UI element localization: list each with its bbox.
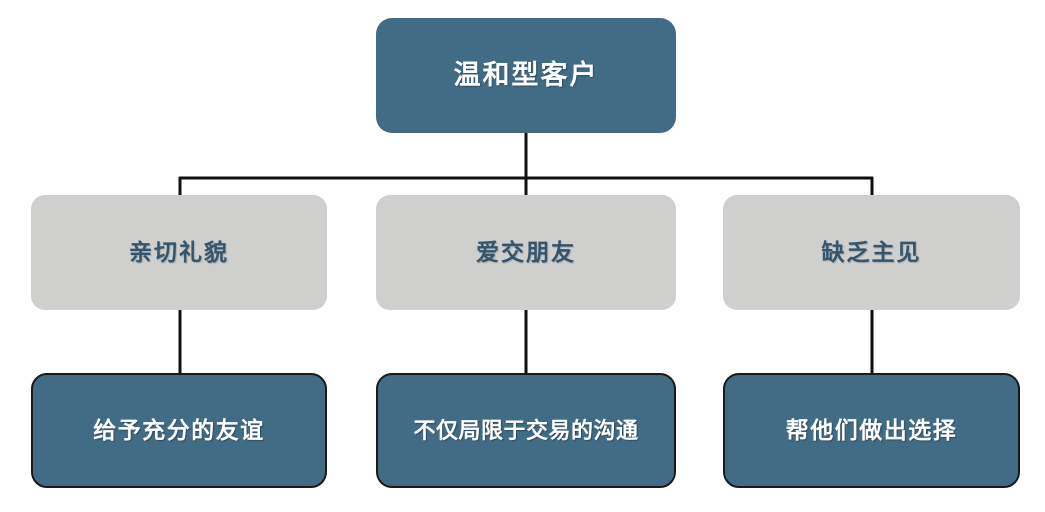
node-trait-2-label: 爱交朋友 xyxy=(476,239,576,266)
node-trait-2[interactable]: 爱交朋友 xyxy=(376,195,676,310)
node-action-3[interactable]: 帮他们做出选择 xyxy=(723,373,1020,488)
node-trait-3-label: 缺乏主见 xyxy=(821,239,922,266)
node-trait-3[interactable]: 缺乏主见 xyxy=(723,195,1020,310)
node-action-3-label: 帮他们做出选择 xyxy=(785,417,958,444)
node-action-1[interactable]: 给予充分的友谊 xyxy=(31,373,327,488)
node-trait-1[interactable]: 亲切礼貌 xyxy=(31,195,327,310)
node-root[interactable]: 温和型客户 xyxy=(376,18,676,133)
node-root-label: 温和型客户 xyxy=(453,59,599,90)
node-action-1-label: 给予充分的友谊 xyxy=(93,417,265,444)
node-trait-1-label: 亲切礼貌 xyxy=(129,239,229,266)
node-action-2-label: 不仅局限于交易的沟通 xyxy=(413,417,639,443)
node-action-2[interactable]: 不仅局限于交易的沟通 xyxy=(376,373,676,488)
